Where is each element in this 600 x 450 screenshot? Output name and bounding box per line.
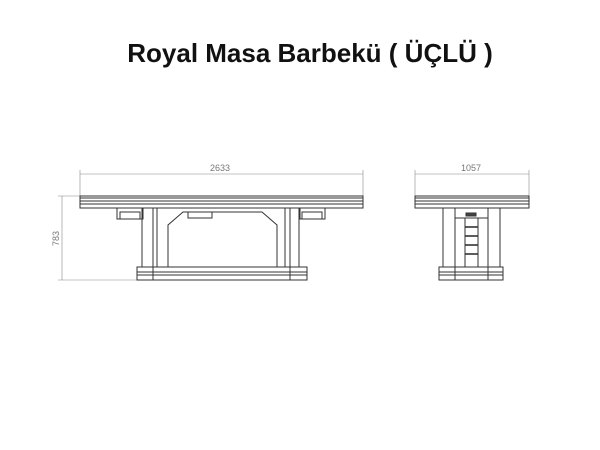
width-dimension: 2633	[79, 163, 364, 196]
side-table-top	[414, 195, 530, 209]
side-width-label: 1057	[461, 163, 481, 173]
height-label: 783	[51, 231, 61, 246]
side-view: 1057	[414, 163, 530, 281]
drawing-title: Royal Masa Barbekü ( ÜÇLÜ )	[127, 38, 493, 68]
height-dimension: 783	[51, 195, 137, 281]
base	[136, 266, 308, 281]
front-view: 2633 783	[51, 163, 364, 281]
ladder	[464, 217, 479, 268]
width-label: 2633	[210, 163, 230, 173]
arch-frame	[167, 211, 278, 267]
legs	[141, 207, 300, 268]
side-box	[454, 207, 489, 219]
side-legs	[442, 207, 501, 268]
side-base	[438, 266, 504, 281]
table-top	[79, 195, 364, 209]
side-width-dimension: 1057	[414, 163, 530, 196]
drawers	[116, 207, 326, 220]
